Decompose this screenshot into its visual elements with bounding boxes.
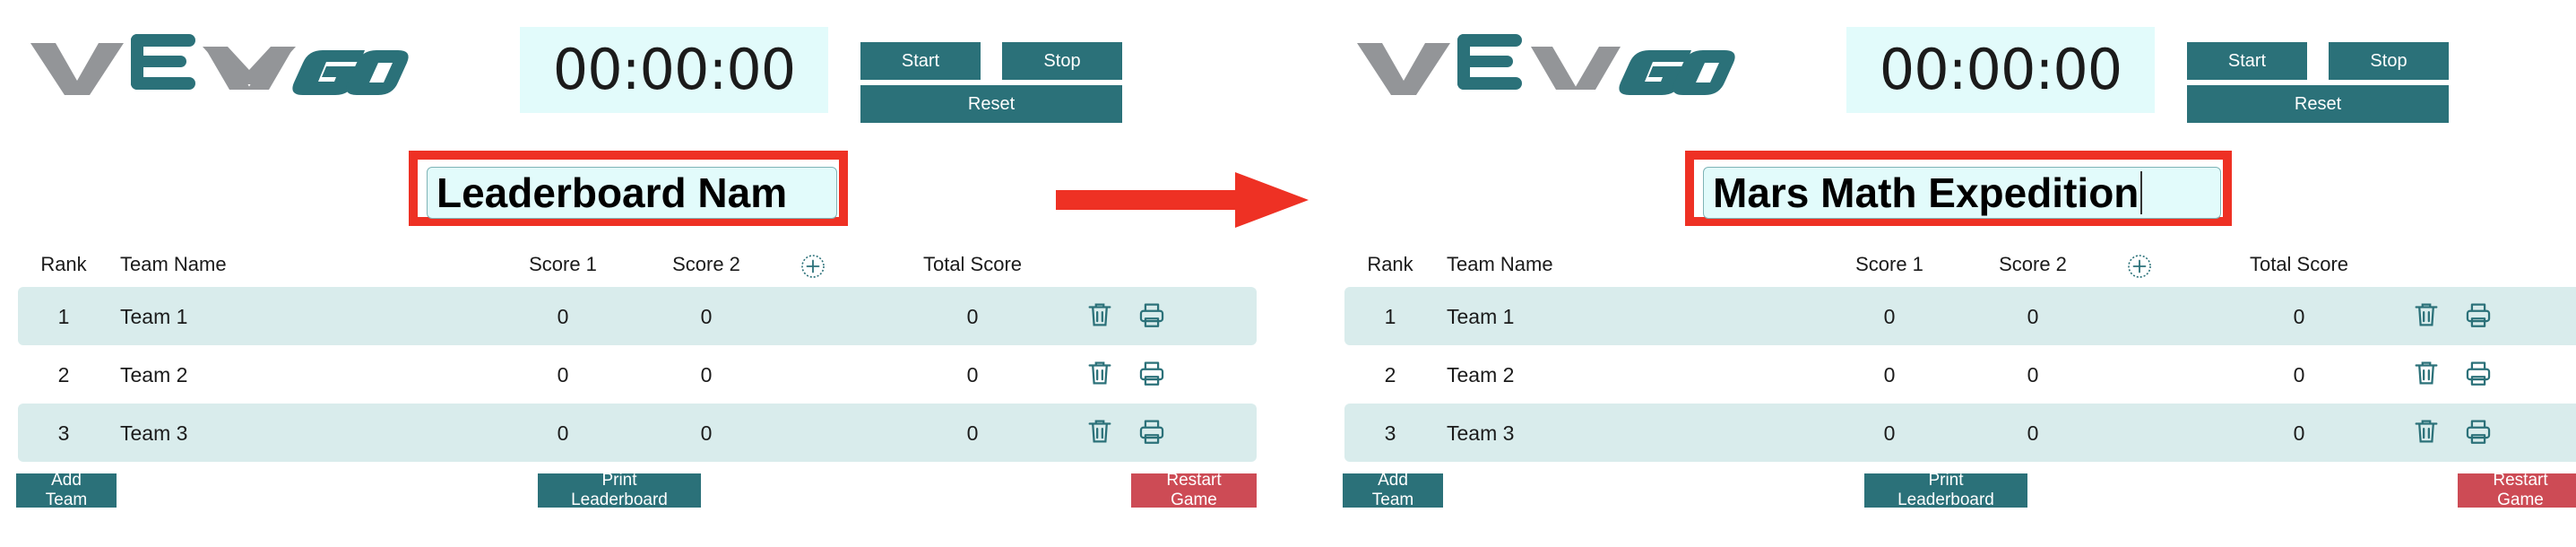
print-icon[interactable] [2463,300,2494,330]
leaderboard-name-highlight: Leaderboard Nam [409,151,848,226]
table-header-row: Rank Team Name Score 1 Score 2 Total Sco… [1344,244,2576,283]
print-icon[interactable] [1137,300,1167,330]
cell-score-1[interactable]: 0 [1883,363,1896,386]
cell-team[interactable]: Team 1 [120,305,188,328]
add-team-button[interactable]: Add Team [16,471,117,509]
cell-score-1[interactable]: 0 [1883,421,1896,445]
cell-rank: 1 [1384,305,1396,328]
leaderboard-name-text: Mars Math Expedition [1713,169,2139,216]
cell-team[interactable]: Team 3 [120,421,188,445]
cell-rank: 1 [57,305,70,328]
restart-game-button[interactable]: Restart Game [2458,471,2576,509]
table-row[interactable]: 1 Team 1 0 0 0 [18,287,1257,345]
cell-score-1[interactable]: 0 [557,305,569,328]
timer-value: 00:00:00 [552,37,796,102]
trash-icon[interactable] [2411,300,2442,330]
cell-rank: 3 [57,421,70,445]
cell-score-1[interactable]: 0 [557,421,569,445]
leaderboard-table-after: Rank Team Name Score 1 Score 2 Total Sco… [1344,244,2576,462]
cell-score-2[interactable]: 0 [2027,421,2039,445]
header-team-name: Team Name [1447,253,1553,275]
timer-start-button[interactable]: Start [2187,42,2307,80]
header-score-2: Score 2 [672,253,740,275]
leaderboard-name-input[interactable]: Mars Math Expedition [1703,167,2221,219]
trash-icon[interactable] [1085,300,1115,330]
vex-go-logo [1352,32,1746,95]
cell-total: 0 [966,363,979,386]
cell-rank: 3 [1384,421,1396,445]
text-cursor [2140,171,2143,214]
timer-reset-button[interactable]: Reset [2187,85,2449,123]
vex-go-logo-icon [30,34,409,95]
cell-score-2[interactable]: 0 [700,305,713,328]
header-team-name: Team Name [120,253,227,275]
trash-icon[interactable] [2411,358,2442,388]
header-score-1: Score 1 [529,253,597,275]
cell-rank: 2 [1384,363,1396,386]
vex-go-logo-icon [1357,34,1735,95]
plus-circle-icon[interactable] [800,253,826,280]
cell-team[interactable]: Team 2 [1447,363,1515,386]
leaderboard-name-highlight: Mars Math Expedition [1685,151,2232,226]
timer-value: 00:00:00 [1879,37,2122,102]
cell-total: 0 [966,421,979,445]
timer-stop-button[interactable]: Stop [2329,42,2449,80]
trash-icon[interactable] [1085,358,1115,388]
leaderboard-table-before: Rank Team Name Score 1 Score 2 Total Sco… [18,244,1257,462]
timer-display: 00:00:00 [520,27,828,113]
header-total-score: Total Score [2249,253,2349,275]
timer-start-button[interactable]: Start [860,42,981,80]
leaderboard-panel-before: 00:00:00 Start Stop Reset Leaderboard Na… [16,27,1257,509]
header-score-2: Score 2 [1999,253,2067,275]
trash-icon[interactable] [1085,416,1115,447]
print-icon[interactable] [1137,358,1167,388]
header-score-1: Score 1 [1855,253,1923,275]
print-icon[interactable] [2463,416,2494,447]
print-icon[interactable] [2463,358,2494,388]
cell-total: 0 [2293,363,2305,386]
header-rank: Rank [1367,253,1413,275]
cell-score-1[interactable]: 0 [557,363,569,386]
trash-icon[interactable] [2411,416,2442,447]
leaderboard-name-input[interactable]: Leaderboard Nam [427,167,837,219]
cell-total: 0 [2293,421,2305,445]
leaderboard-name-text: Leaderboard Nam [437,169,788,216]
vex-go-logo [25,32,419,95]
leaderboard-panel-after: 00:00:00 Start Stop Reset Mars Math Expe… [1327,0,2576,547]
cell-score-2[interactable]: 0 [700,421,713,445]
cell-score-2[interactable]: 0 [700,363,713,386]
cell-score-1[interactable]: 0 [1883,305,1896,328]
print-icon[interactable] [1137,416,1167,447]
cell-team[interactable]: Team 3 [1447,421,1515,445]
add-team-button[interactable]: Add Team [1343,471,1443,509]
table-row[interactable]: 2 Team 2 0 0 0 [1344,345,2576,404]
cell-score-2[interactable]: 0 [2027,305,2039,328]
timer-display: 00:00:00 [1846,27,2155,113]
cell-total: 0 [2293,305,2305,328]
header-rank: Rank [40,253,87,275]
plus-circle-icon[interactable] [2126,253,2153,280]
table-row[interactable]: 3 Team 3 0 0 0 [1344,404,2576,462]
timer-reset-button[interactable]: Reset [860,85,1122,123]
restart-game-button[interactable]: Restart Game [1131,471,1257,509]
print-leaderboard-button[interactable]: Print Leaderboard [538,471,701,509]
cell-team[interactable]: Team 1 [1447,305,1515,328]
table-row[interactable]: 2 Team 2 0 0 0 [18,345,1257,404]
header-total-score: Total Score [922,253,1023,275]
table-row[interactable]: 3 Team 3 0 0 0 [18,404,1257,462]
cell-rank: 2 [57,363,70,386]
table-row[interactable]: 1 Team 1 0 0 0 [1344,287,2576,345]
print-leaderboard-button[interactable]: Print Leaderboard [1864,471,2027,509]
cell-team[interactable]: Team 2 [120,363,188,386]
timer-stop-button[interactable]: Stop [1002,42,1122,80]
table-header-row: Rank Team Name Score 1 Score 2 Total Sco… [18,244,1257,283]
cell-score-2[interactable]: 0 [2027,363,2039,386]
cell-total: 0 [966,305,979,328]
right-arrow-icon [1056,170,1309,230]
